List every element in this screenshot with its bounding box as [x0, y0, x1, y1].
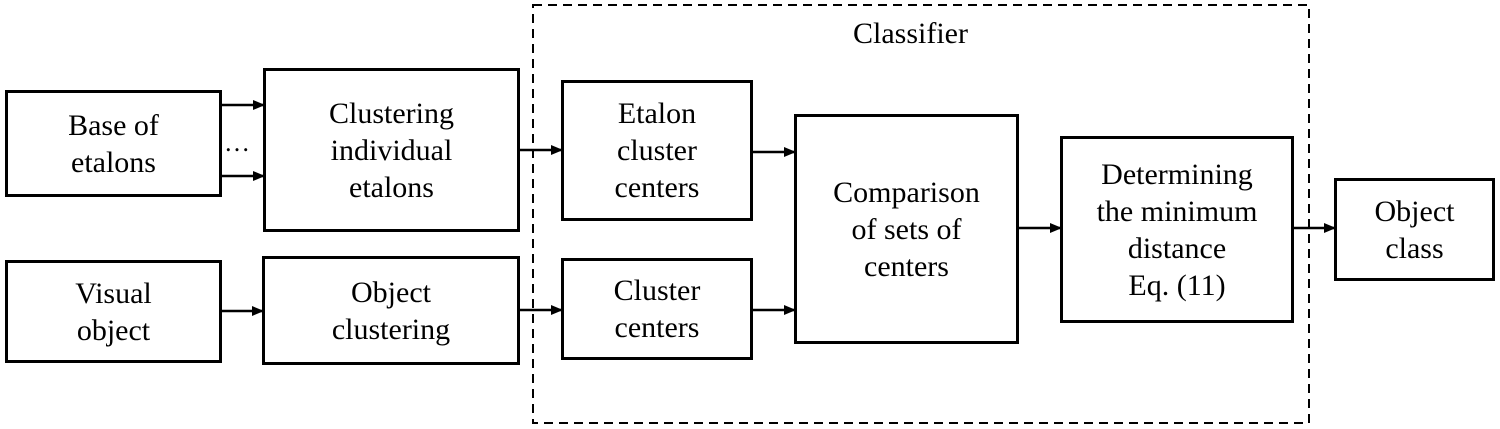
- object-class-box: Object class: [1334, 178, 1495, 281]
- object-class-text: Object class: [1374, 194, 1455, 265]
- determining-min-distance-box: Determining the minimum distance Eq. (11…: [1060, 136, 1294, 323]
- etalon-cluster-centers-box: Etalon cluster centers: [561, 80, 753, 221]
- base-of-etalons-text: Base of etalons: [68, 108, 159, 179]
- clustering-individual-etalons-box: Clustering individual etalons: [263, 68, 520, 232]
- cluster-centers-box: Cluster centers: [561, 258, 753, 360]
- determining-min-distance-text: Determining the minimum distance Eq. (11…: [1096, 157, 1258, 302]
- classifier-label: Classifier: [853, 17, 968, 50]
- visual-object-text: Visual object: [75, 276, 152, 347]
- visual-object-box: Visual object: [5, 260, 222, 363]
- classifier-frame: [532, 4, 1310, 424]
- cluster-centers-text: Cluster centers: [613, 274, 701, 344]
- object-clustering-box: Object clustering: [262, 256, 520, 365]
- ellipsis: …: [224, 128, 253, 157]
- clustering-individual-etalons-text: Clustering individual etalons: [329, 96, 454, 204]
- object-clustering-text: Object clustering: [331, 275, 451, 346]
- comparison-of-sets-text: Comparison of sets of centers: [833, 175, 980, 283]
- etalon-cluster-centers-text: Etalon cluster centers: [614, 97, 700, 204]
- comparison-of-sets-box: Comparison of sets of centers: [794, 114, 1019, 344]
- base-of-etalons-box: Base of etalons: [5, 90, 222, 197]
